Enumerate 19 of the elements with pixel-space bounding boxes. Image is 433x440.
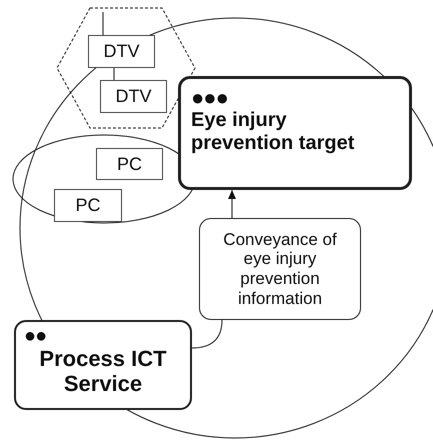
process-box (199, 218, 361, 320)
device-label: DTV (104, 41, 140, 62)
dots-label: ●● (24, 326, 46, 346)
device-box (96, 148, 163, 180)
device-label: PC (75, 195, 100, 216)
device-label: PC (116, 154, 142, 174)
connector-line (192, 320, 222, 348)
dots-label: ●●● (191, 87, 228, 109)
device-label: DTV (116, 86, 152, 107)
device-box (100, 80, 167, 113)
device-box (54, 189, 122, 222)
service-box (14, 320, 192, 410)
box-text: Conveyance of eye injury prevention information (222, 230, 338, 308)
box-title: Process ICT Service (38, 346, 168, 397)
box-title: Eye injury prevention target (191, 109, 356, 155)
target-box (178, 76, 412, 190)
arrow (228, 190, 236, 218)
connector-line (102, 12, 104, 36)
device-box (88, 35, 155, 68)
